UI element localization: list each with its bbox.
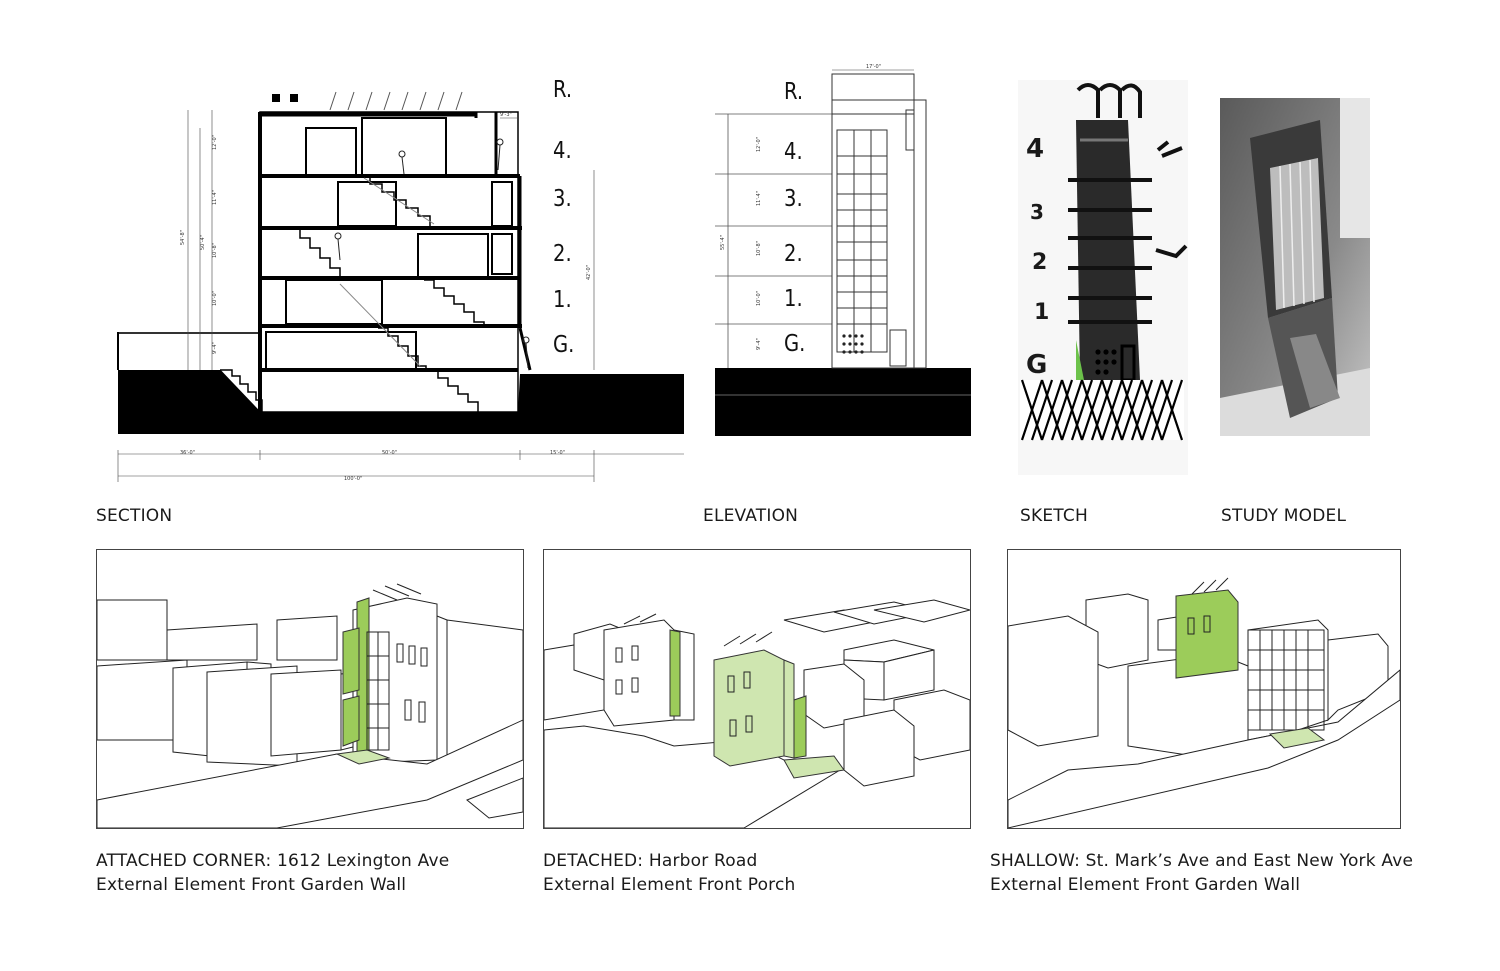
sketch-level-label: 1 <box>1034 300 1050 325</box>
section-dim-left: 36'-0" <box>180 450 195 456</box>
section-floor-dim: 10'-0" <box>212 291 218 306</box>
elevation-drawing: 17'-0" 55'-4" 12'-0" 11'-4" 10'-8" 10'-0… <box>710 60 980 440</box>
elevation-floor-dim: 10'-8" <box>756 241 762 256</box>
sketch-svg <box>1018 80 1188 475</box>
site-view-title: DETACHED: Harbor Road <box>543 851 758 871</box>
section-height-sub: 50'-4" <box>200 235 206 250</box>
elevation-svg: 17'-0" 55'-4" 12'-0" 11'-4" 10'-8" 10'-0… <box>715 64 971 436</box>
sketch-image <box>1018 80 1188 475</box>
section-level-label: 4. <box>553 138 572 164</box>
site-view-title: SHALLOW: St. Mark’s Ave and East New Yor… <box>990 851 1414 871</box>
section-drawing: 54'-8" 50'-4" 42'-0" 12'-0" 11'-4" 10'-8… <box>100 70 700 490</box>
site-view-svg <box>97 583 523 828</box>
site-view-svg <box>1008 577 1400 828</box>
site-view-detached <box>543 549 971 829</box>
section-level-label: 2. <box>553 241 572 267</box>
sketch-level-label: 2 <box>1032 250 1048 275</box>
section-dim-right: 15'-0" <box>550 450 565 456</box>
elevation-width-dim: 17'-0" <box>866 64 881 70</box>
elevation-level-label: R. <box>784 79 804 105</box>
site-view-subtitle: External Element Front Porch <box>543 875 796 895</box>
section-height-right: 42'-0" <box>586 265 592 280</box>
section-dim-mid: 50'-0" <box>382 450 397 456</box>
section-floor-dim: 12'-0" <box>212 135 218 150</box>
study-model-caption: STUDY MODEL <box>1221 506 1347 526</box>
site-view-shallow <box>1007 549 1401 829</box>
elevation-level-label: G. <box>784 331 806 357</box>
section-caption: SECTION <box>96 506 173 526</box>
elevation-level-label: 4. <box>784 139 803 165</box>
section-dim-total: 100'-0" <box>344 476 362 482</box>
elevation-floor-dim: 12'-0" <box>756 137 762 152</box>
section-level-label: R. <box>553 77 573 103</box>
section-floor-dim: 11'-4" <box>212 190 218 205</box>
site-view-title: ATTACHED CORNER: 1612 Lexington Ave <box>96 851 450 871</box>
study-model-photo <box>1220 98 1370 436</box>
section-level-label: G. <box>553 332 575 358</box>
site-view-attached-corner <box>96 549 524 829</box>
section-svg: 54'-8" 50'-4" 42'-0" 12'-0" 11'-4" 10'-8… <box>117 91 684 482</box>
elevation-floor-dim: 9'-4" <box>756 338 762 350</box>
section-level-label: 1. <box>553 287 572 313</box>
section-dim-top-right: 9'-3" <box>500 112 512 118</box>
elevation-floor-dim: 11'-4" <box>756 191 762 206</box>
section-level-label: 3. <box>553 186 572 212</box>
study-model-svg <box>1220 98 1370 436</box>
elevation-floor-dim: 10'-0" <box>756 291 762 306</box>
elevation-level-label: 3. <box>784 186 803 212</box>
site-view-svg <box>544 599 970 828</box>
section-floor-dim: 10'-8" <box>212 243 218 258</box>
elevation-level-label: 2. <box>784 241 803 267</box>
elevation-level-label: 1. <box>784 286 803 312</box>
sketch-level-label: 3 <box>1030 200 1044 224</box>
sketch-caption: SKETCH <box>1020 506 1088 526</box>
site-view-subtitle: External Element Front Garden Wall <box>990 875 1301 895</box>
section-height-total: 54'-8" <box>180 230 186 245</box>
elevation-caption: ELEVATION <box>703 506 799 526</box>
site-view-subtitle: External Element Front Garden Wall <box>96 875 407 895</box>
sketch-level-label: G <box>1026 350 1048 380</box>
sketch-level-label: 4 <box>1026 134 1045 164</box>
elevation-height-dim: 55'-4" <box>720 235 726 250</box>
section-floor-dim: 9'-4" <box>212 342 218 354</box>
